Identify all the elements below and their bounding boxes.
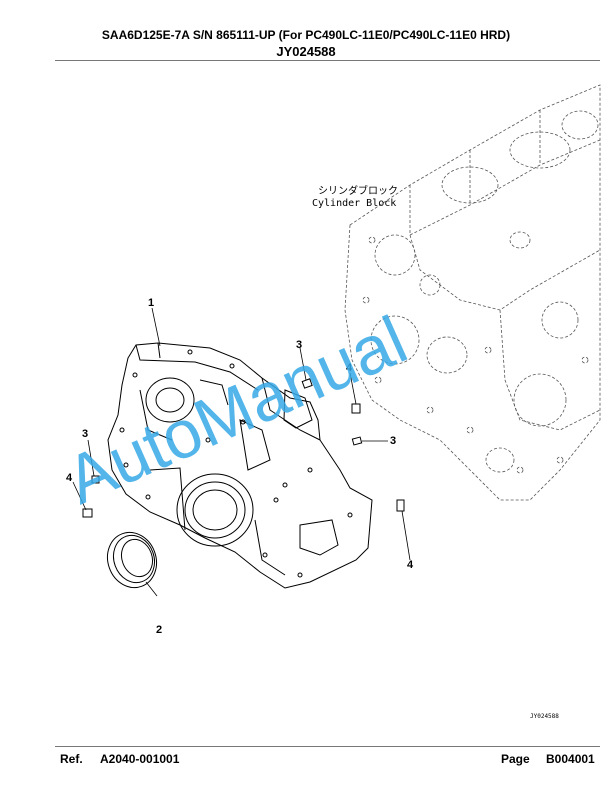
- callout-3-top: 3: [296, 339, 302, 351]
- footer-divider: [55, 746, 600, 747]
- leader-lines: [72, 307, 411, 597]
- cylinder-block-label-jp: シリンダブロック: [318, 184, 398, 197]
- oil-seal-drawing: [106, 531, 158, 589]
- callout-3-right: 3: [390, 435, 396, 447]
- callout-4-top: 4: [346, 362, 353, 374]
- cylinder-block-label-en: Cylinder Block: [312, 198, 396, 209]
- ref-value: A2040-001001: [100, 752, 180, 766]
- header-divider: [55, 60, 600, 61]
- page-subtitle: JY024588: [276, 44, 336, 59]
- cylinder-block-drawing: [344, 84, 601, 501]
- callout-3-left: 3: [82, 428, 88, 440]
- callout-4-bottom: 4: [407, 559, 414, 571]
- page-header: SAA6D125E-7A S/N 865111-UP (For PC490LC-…: [0, 28, 612, 60]
- front-cover-drawing: [107, 342, 373, 589]
- ref-label: Ref.: [60, 752, 83, 766]
- callout-4-left: 4: [66, 472, 73, 484]
- callout-2: 2: [156, 624, 162, 636]
- page-title: SAA6D125E-7A S/N 865111-UP (For PC490LC-…: [101, 28, 511, 42]
- callout-1: 1: [148, 297, 154, 309]
- watermark-text: AutoManual: [55, 302, 417, 519]
- drawing-id: JY024588: [530, 713, 559, 720]
- page-value: B004001: [546, 752, 595, 766]
- page-label: Page: [501, 752, 530, 766]
